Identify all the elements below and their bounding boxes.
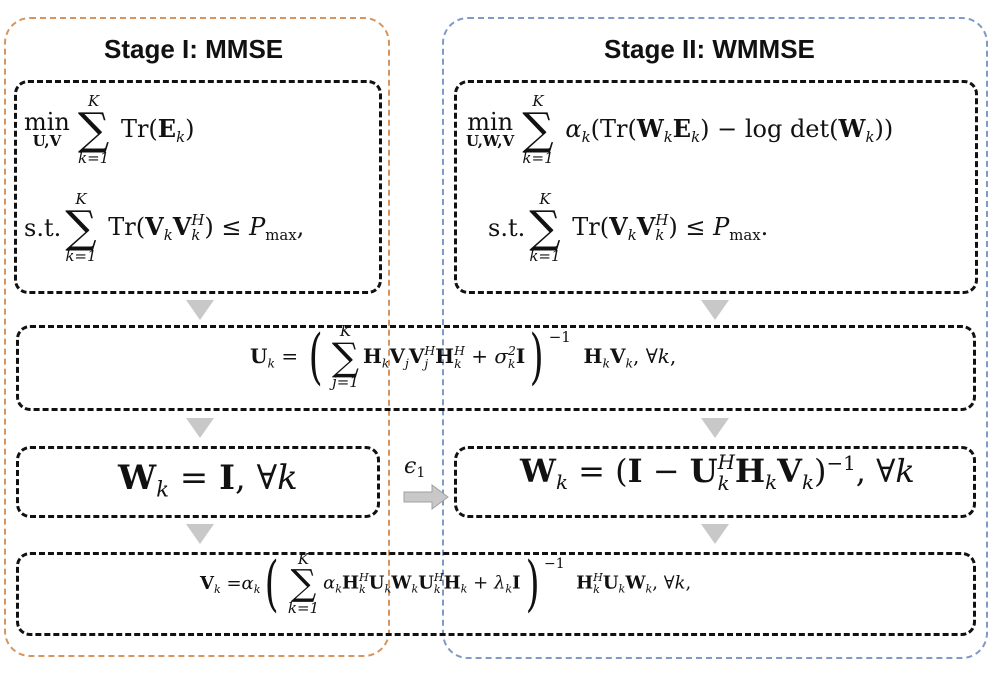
flow-arrow-icon [701,300,729,320]
flow-arrow-icon [701,418,729,438]
w-identity-equation: Wk = I, ∀k [118,458,298,502]
w-update-box [454,446,976,518]
u-update-box [16,325,976,411]
right-arrow-icon [403,484,449,510]
stage-2-problem-box [454,80,978,294]
flow-arrow-icon [186,524,214,544]
stage-2-title: Stage II: WMMSE [604,34,815,64]
stage-1-problem-box [14,80,382,294]
v-update-box [16,552,976,636]
epsilon-label: ϵ1 [404,454,426,482]
flow-arrow-icon [701,524,729,544]
w-identity-box [16,446,380,518]
stage-1-frame [4,17,390,657]
stage-1-title: Stage I: MMSE [104,34,284,64]
stage-2-frame [442,17,988,659]
flow-arrow-icon [186,300,214,320]
flow-arrow-icon [186,418,214,438]
